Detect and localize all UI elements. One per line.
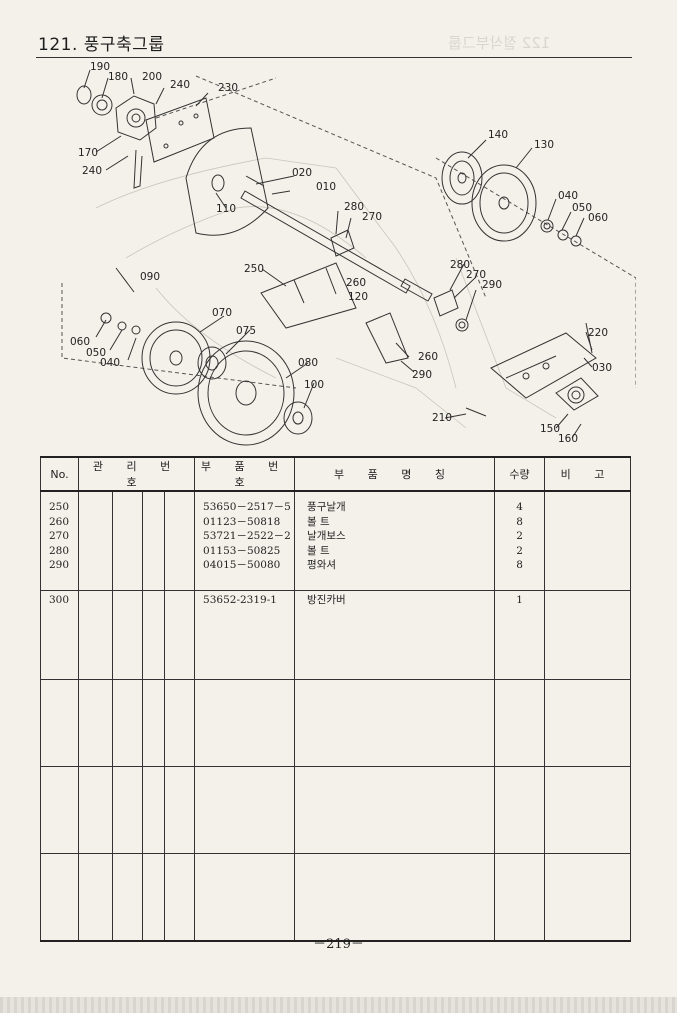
- row-no: 260: [49, 515, 70, 528]
- row-no: 300: [49, 594, 70, 606]
- col-header-no: No.: [40, 456, 79, 492]
- callout-label: 180: [108, 71, 128, 83]
- row-part-name: 볼 트: [307, 544, 330, 557]
- callout-label: 280: [344, 201, 364, 213]
- callout-label: 120: [348, 291, 368, 303]
- row-no: 250: [49, 501, 70, 513]
- col-header-quantity: 수량: [494, 456, 546, 492]
- callout-label: 250: [244, 263, 264, 275]
- row-part-name: 볼 트: [307, 515, 330, 528]
- callout-label: 030: [592, 362, 612, 374]
- col-header-part-name: 부 품 명 칭: [294, 456, 496, 492]
- callout-label: 230: [218, 82, 238, 94]
- row-part-name: 평와셔: [307, 559, 337, 571]
- page-number: －219－: [313, 937, 364, 952]
- callout-label: 270: [362, 211, 382, 223]
- callout-label: 150: [540, 423, 560, 435]
- callout-label: 060: [588, 212, 608, 224]
- no-cell: 250 260 270 280 290: [40, 491, 79, 591]
- row-part-name: 풍구날개: [307, 501, 346, 513]
- col-header-management-no: 관 리 번 호: [77, 456, 196, 492]
- callout-label: 140: [488, 129, 508, 141]
- row-quantity: 4: [516, 501, 523, 513]
- callout-label: 060: [70, 336, 90, 348]
- row-quantity: 8: [516, 515, 523, 528]
- row-part-name: 방진카버: [307, 594, 346, 606]
- row-quantity: 2: [516, 530, 523, 542]
- callout-label: 280: [450, 259, 470, 271]
- row-part-no: 01123－50818: [203, 515, 281, 528]
- callout-label: 260: [346, 277, 366, 289]
- callout-label: 090: [140, 271, 160, 283]
- row-no: 280: [49, 544, 70, 557]
- callout-label: 240: [170, 79, 190, 91]
- callout-label: 240: [82, 165, 102, 177]
- callout-label: 290: [482, 279, 502, 291]
- title-rule: [36, 57, 632, 58]
- row-part-no: 53652-2319-1: [203, 594, 277, 606]
- callout-label: 080: [298, 357, 318, 369]
- callout-label: 210: [432, 412, 452, 424]
- part-no-cell: 53650－2517－5 01123－50818 53721－2522－2 01…: [194, 491, 296, 591]
- row-part-name: 날개보스: [307, 530, 346, 542]
- row-no: 290: [49, 559, 70, 571]
- callout-label: 010: [316, 181, 336, 193]
- scan-edge: [0, 997, 677, 1013]
- row-part-no: 04015－50080: [203, 559, 281, 571]
- part-name-cell: 풍구날개 볼 트 날개보스 볼 트 평와셔: [294, 491, 496, 591]
- col-header-remark: 비 고: [544, 456, 632, 492]
- row-quantity: 1: [516, 594, 523, 606]
- col-header-part-no: 부 품 번 호: [194, 456, 296, 492]
- callout-label: 050: [572, 202, 592, 214]
- callout-label: 110: [216, 203, 236, 215]
- row-part-no: 53721－2522－2: [203, 530, 291, 542]
- callout-label: 290: [412, 369, 432, 381]
- row-part-no: 01153－50825: [203, 544, 281, 557]
- callout-label: 270: [466, 269, 486, 281]
- row-no: 270: [49, 530, 70, 542]
- callout-label: 260: [418, 351, 438, 363]
- callout-label: 040: [100, 357, 120, 369]
- callout-label: 040: [558, 190, 578, 202]
- callout-label: 130: [534, 139, 554, 151]
- callout-label: 220: [588, 327, 608, 339]
- callout-label: 070: [212, 307, 232, 319]
- callout-label: 200: [142, 71, 162, 83]
- row-part-no: 53650－2517－5: [203, 501, 291, 513]
- callout-label: 190: [90, 61, 110, 73]
- callout-label: 050: [86, 347, 106, 359]
- callout-label: 100: [304, 379, 324, 391]
- callout-label: 075: [236, 325, 256, 337]
- callout-label: 160: [558, 433, 578, 445]
- quantity-cell: 4 8 2 2 8: [494, 491, 546, 591]
- page-title: 121. 풍구축그룹: [38, 35, 165, 55]
- bleed-through-title: 122 절삭부그룹: [448, 34, 551, 52]
- callout-label: 170: [78, 147, 98, 159]
- exploded-parts-diagram: 190 180 200 240 230 170 240 020 010 110 …: [61, 61, 636, 446]
- parts-table: No. 관 리 번 호 부 품 번 호 부 품 명 칭 수량 비 고 250 2…: [40, 456, 632, 942]
- row-quantity: 8: [516, 559, 523, 571]
- callout-label: 020: [292, 167, 312, 179]
- row-quantity: 2: [516, 544, 523, 557]
